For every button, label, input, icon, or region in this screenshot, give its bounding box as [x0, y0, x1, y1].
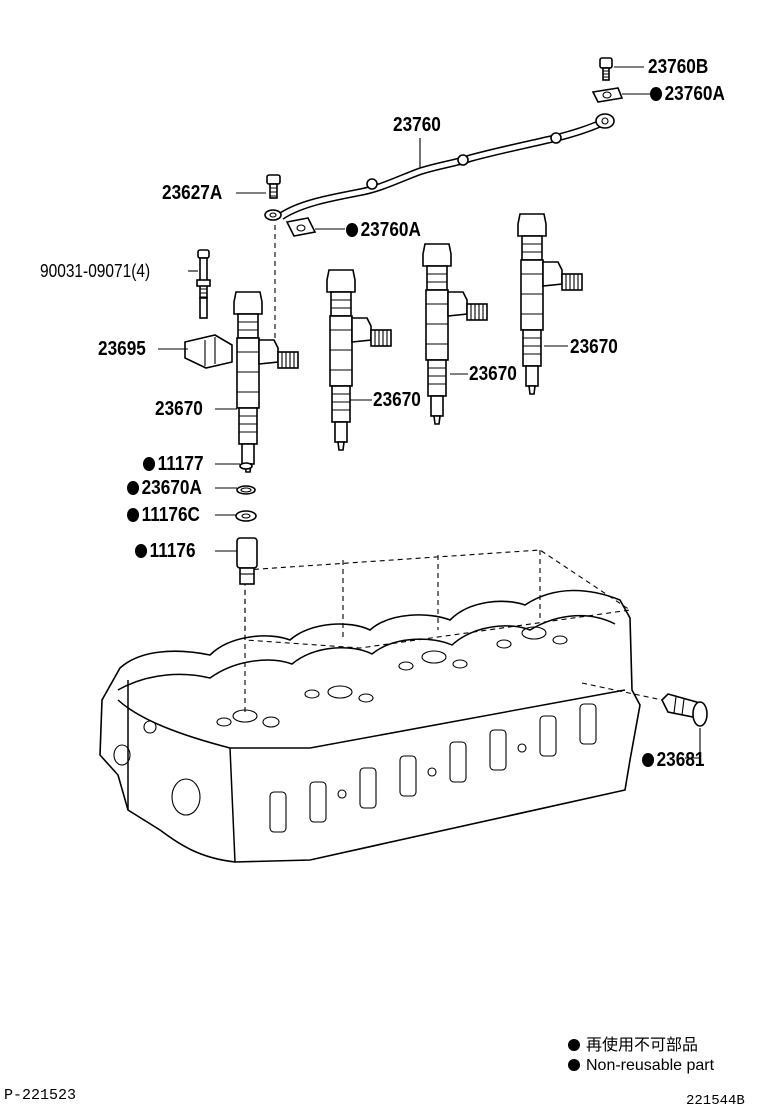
- non-reusable-dot-icon: [127, 481, 140, 495]
- non-reusable-dot-icon: [127, 508, 140, 522]
- bolt-90031-drawing: [196, 249, 211, 319]
- injector-4-drawing: [517, 213, 583, 395]
- non-reusable-dot-icon: [650, 87, 663, 101]
- non-reusable-dot-icon: [135, 544, 148, 558]
- label-23760a-top[interactable]: 23760A: [650, 84, 725, 104]
- bolt-23760b-drawing: [591, 57, 624, 103]
- injector-1-drawing: [233, 291, 299, 473]
- label-23760[interactable]: 23760: [393, 114, 441, 136]
- non-reusable-dot-icon: [642, 753, 655, 767]
- label-23670-right[interactable]: 23670: [570, 336, 618, 358]
- label-23670-c2[interactable]: 23670: [373, 389, 421, 411]
- figure-code: 221544B: [686, 1093, 745, 1109]
- legend-row-jp: 再使用不可部品: [568, 1037, 698, 1055]
- legend-en-text: Non-reusable part: [586, 1057, 715, 1074]
- page-code: P-221523: [4, 1087, 77, 1104]
- label-23760b[interactable]: 23760B: [648, 56, 709, 78]
- cylinder-head-drawing: [99, 225, 663, 863]
- label-23670a[interactable]: 23670A: [127, 478, 202, 498]
- clamp-23695-drawing: [184, 334, 233, 369]
- injector-2-drawing: [326, 269, 392, 451]
- legend-row-en: Non-reusable part: [568, 1057, 714, 1075]
- leader-lines: [158, 66, 701, 759]
- label-23627a[interactable]: 23627A: [162, 182, 223, 204]
- plug-23681-drawing: [661, 693, 708, 727]
- label-23695[interactable]: 23695: [98, 338, 146, 360]
- non-reusable-dot-icon: [143, 457, 156, 471]
- legend-dot-icon: [568, 1039, 580, 1051]
- label-11177[interactable]: 11177: [143, 454, 204, 474]
- injector-3-drawing: [422, 243, 488, 425]
- label-11176[interactable]: 11176: [135, 541, 196, 561]
- label-23760a-mid[interactable]: 23760A: [346, 220, 421, 240]
- label-90031-09071[interactable]: 90031-09071(4): [40, 261, 151, 281]
- washer-stack-drawing: [235, 462, 258, 585]
- label-23670-left[interactable]: 23670: [155, 398, 203, 420]
- legend-jp-text: 再使用不可部品: [586, 1037, 699, 1054]
- legend-dot-icon: [568, 1059, 580, 1071]
- gasket-23760a-drawing: [285, 217, 345, 237]
- non-reusable-dot-icon: [346, 223, 359, 237]
- label-11176c[interactable]: 11176C: [127, 505, 200, 525]
- bolt-23627a-drawing: [264, 174, 282, 221]
- label-23681[interactable]: 23681: [642, 750, 704, 770]
- label-23670-c3[interactable]: 23670: [469, 363, 517, 385]
- leak-off-pipe-drawing: [279, 113, 615, 220]
